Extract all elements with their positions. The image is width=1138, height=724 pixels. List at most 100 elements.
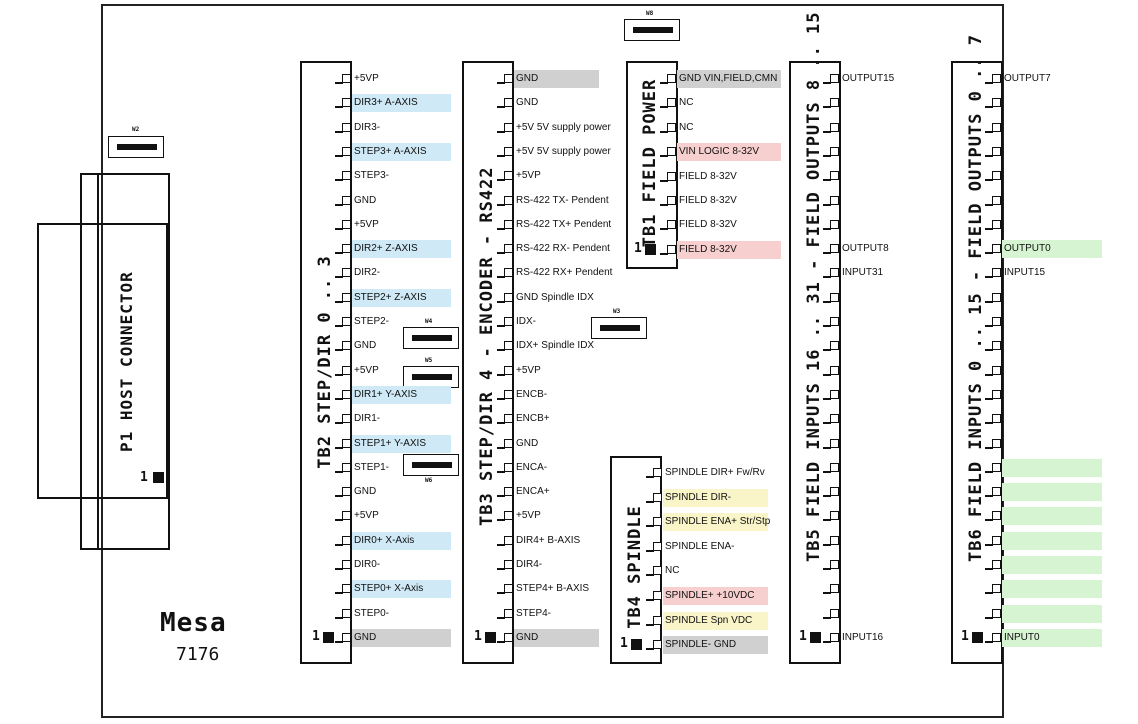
tb2-pin[interactable] xyxy=(342,438,351,448)
tb5-pin[interactable] xyxy=(830,487,839,497)
tb5-pin[interactable] xyxy=(830,146,839,156)
tb2-pin[interactable] xyxy=(342,341,351,351)
tb3-pin[interactable] xyxy=(504,219,513,229)
tb6-pin[interactable] xyxy=(992,462,1001,472)
tb2-pin[interactable] xyxy=(342,74,351,83)
tb5-pin[interactable] xyxy=(830,195,839,205)
tb5-pin[interactable] xyxy=(830,74,839,83)
tb3-pin[interactable] xyxy=(504,535,513,545)
tb6-pin[interactable] xyxy=(992,195,1001,205)
tb3-pin[interactable] xyxy=(504,195,513,205)
tb3-pin[interactable] xyxy=(504,146,513,156)
tb5-pin[interactable] xyxy=(830,438,839,448)
tb3-pin[interactable] xyxy=(504,122,513,132)
tb5-pin[interactable] xyxy=(830,584,839,594)
tb3-pin[interactable] xyxy=(504,632,513,642)
tb2-pin[interactable] xyxy=(342,389,351,399)
tb6-pin[interactable] xyxy=(992,438,1001,448)
jumper-w8[interactable] xyxy=(624,19,680,41)
tb5-pin[interactable] xyxy=(830,414,839,424)
tb3-pin[interactable] xyxy=(504,98,513,108)
tb2-pin[interactable] xyxy=(342,98,351,108)
tb5-pin[interactable] xyxy=(830,317,839,326)
tb2-pin[interactable] xyxy=(342,462,351,472)
tb5-pin[interactable] xyxy=(830,268,839,278)
tb3-pin[interactable] xyxy=(504,74,513,83)
tb4-pin[interactable] xyxy=(653,640,662,650)
tb6-pin[interactable] xyxy=(992,244,1001,254)
tb5-pin[interactable] xyxy=(830,365,839,375)
tb5-pin[interactable] xyxy=(830,632,839,642)
jumper-w3[interactable] xyxy=(591,317,647,339)
tb6-pin[interactable] xyxy=(992,511,1001,521)
tb4-pin[interactable] xyxy=(653,492,662,502)
tb3-pin[interactable] xyxy=(504,560,513,569)
tb6-pin[interactable] xyxy=(992,98,1001,108)
tb6-pin[interactable] xyxy=(992,268,1001,278)
tb5-pin[interactable] xyxy=(830,462,839,472)
tb2-pin[interactable] xyxy=(342,487,351,497)
tb6-pin[interactable] xyxy=(992,74,1001,83)
tb5-pin[interactable] xyxy=(830,341,839,351)
tb6-pin[interactable] xyxy=(992,414,1001,424)
tb2-pin[interactable] xyxy=(342,511,351,521)
tb2-pin[interactable] xyxy=(342,195,351,205)
tb6-pin[interactable] xyxy=(992,584,1001,594)
tb3-pin[interactable] xyxy=(504,171,513,181)
tb6-pin[interactable] xyxy=(992,608,1001,618)
tb6-pin[interactable] xyxy=(992,389,1001,399)
tb2-pin[interactable] xyxy=(342,268,351,278)
tb1-pin[interactable] xyxy=(667,220,676,230)
tb6-pin[interactable] xyxy=(992,122,1001,132)
tb2-pin[interactable] xyxy=(342,244,351,254)
tb3-pin[interactable] xyxy=(504,511,513,521)
tb4-pin[interactable] xyxy=(653,566,662,576)
tb5-pin[interactable] xyxy=(830,244,839,254)
tb6-pin[interactable] xyxy=(992,219,1001,229)
tb2-pin[interactable] xyxy=(342,608,351,618)
tb4-pin[interactable] xyxy=(653,591,662,600)
tb5-pin[interactable] xyxy=(830,511,839,521)
tb3-pin[interactable] xyxy=(504,268,513,278)
tb6-pin[interactable] xyxy=(992,171,1001,181)
tb1-pin[interactable] xyxy=(667,171,676,181)
tb2-pin[interactable] xyxy=(342,146,351,156)
tb2-pin[interactable] xyxy=(342,292,351,302)
tb5-pin[interactable] xyxy=(830,535,839,545)
tb6-pin[interactable] xyxy=(992,146,1001,156)
tb3-pin[interactable] xyxy=(504,389,513,399)
tb4-pin[interactable] xyxy=(653,541,662,551)
tb3-pin[interactable] xyxy=(504,341,513,351)
tb6-pin[interactable] xyxy=(992,317,1001,326)
tb2-pin[interactable] xyxy=(342,535,351,545)
tb4-pin[interactable] xyxy=(653,615,662,625)
tb4-pin[interactable] xyxy=(653,468,662,477)
tb2-pin[interactable] xyxy=(342,414,351,424)
tb2-pin[interactable] xyxy=(342,171,351,181)
tb2-pin[interactable] xyxy=(342,560,351,569)
tb5-pin[interactable] xyxy=(830,171,839,181)
tb3-pin[interactable] xyxy=(504,414,513,424)
tb3-pin[interactable] xyxy=(504,487,513,497)
tb2-pin[interactable] xyxy=(342,632,351,642)
tb6-pin[interactable] xyxy=(992,292,1001,302)
tb5-pin[interactable] xyxy=(830,560,839,569)
tb2-pin[interactable] xyxy=(342,584,351,594)
tb3-pin[interactable] xyxy=(504,365,513,375)
tb2-pin[interactable] xyxy=(342,122,351,132)
tb6-pin[interactable] xyxy=(992,535,1001,545)
tb2-pin[interactable] xyxy=(342,365,351,375)
tb5-pin[interactable] xyxy=(830,219,839,229)
tb1-pin[interactable] xyxy=(667,98,676,108)
jumper-w2[interactable] xyxy=(108,136,164,158)
tb6-pin[interactable] xyxy=(992,341,1001,351)
tb3-pin[interactable] xyxy=(504,584,513,594)
tb6-pin[interactable] xyxy=(992,632,1001,642)
tb6-pin[interactable] xyxy=(992,365,1001,375)
jumper-w6[interactable] xyxy=(403,454,459,476)
tb4-pin[interactable] xyxy=(653,517,662,527)
jumper-w5[interactable] xyxy=(403,366,459,388)
tb3-pin[interactable] xyxy=(504,438,513,448)
tb3-pin[interactable] xyxy=(504,462,513,472)
tb5-pin[interactable] xyxy=(830,292,839,302)
